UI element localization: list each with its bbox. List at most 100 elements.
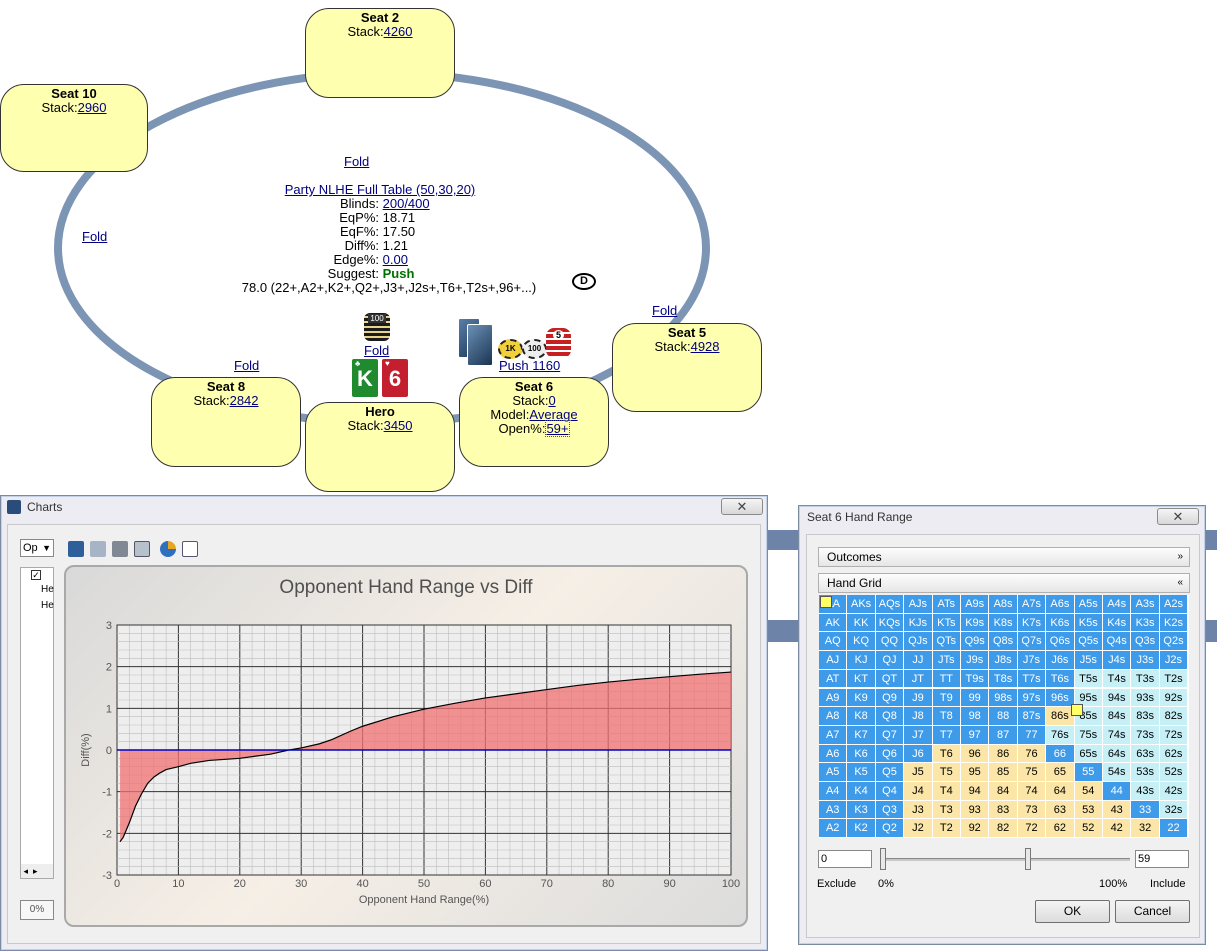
pie-icon[interactable] [160, 541, 176, 557]
hand-cell[interactable]: K6 [847, 744, 875, 763]
model-link[interactable]: Average [529, 407, 578, 422]
structure-link[interactable]: Party NLHE Full Table (50,30,20) [284, 182, 476, 197]
hand-cell[interactable]: J2s [1159, 651, 1188, 669]
hand-cell[interactable]: 55 [1074, 763, 1102, 781]
close-button[interactable]: ✕ [721, 498, 763, 515]
hand-cell[interactable]: 97 [961, 725, 989, 744]
hand-cell[interactable]: Q3 [875, 800, 904, 819]
hand-cell[interactable]: T2 [932, 819, 960, 838]
hand-cell[interactable]: KT [847, 669, 875, 688]
hand-cell[interactable]: K6s [1046, 613, 1074, 632]
action-push-seat6[interactable]: Push 1160 [499, 358, 561, 373]
hand-cell[interactable]: Q8s [989, 632, 1017, 651]
hand-cell[interactable]: 75 [1017, 763, 1046, 781]
stack-link[interactable]: 4260 [383, 24, 413, 39]
hand-cell[interactable]: 87s [1017, 707, 1046, 725]
hand-cell[interactable]: 76 [1017, 744, 1046, 763]
hand-cell[interactable]: T6 [932, 744, 960, 763]
hand-cell[interactable]: KJs [904, 613, 932, 632]
hand-cell[interactable]: A9 [819, 688, 847, 707]
hand-cell[interactable]: T7s [1017, 669, 1046, 688]
hand-cell[interactable]: Q4s [1103, 632, 1131, 651]
hand-cell[interactable]: J6s [1046, 651, 1074, 669]
hand-cell[interactable]: T8 [932, 707, 960, 725]
hand-cell[interactable]: JTs [932, 651, 960, 669]
hand-cell[interactable]: 93 [961, 800, 989, 819]
hand-cell[interactable]: K9s [961, 613, 989, 632]
stack-link[interactable]: 0 [548, 393, 556, 408]
action-fold-seat8[interactable]: Fold [234, 358, 260, 373]
stack-link[interactable]: 2960 [77, 100, 107, 115]
hand-cell[interactable]: 97s [1017, 688, 1046, 707]
blinds-link[interactable]: 200/400 [382, 196, 430, 211]
hand-cell[interactable]: T3s [1131, 669, 1159, 688]
hand-cell[interactable]: Q5 [875, 763, 904, 781]
hand-cell[interactable]: 63s [1131, 744, 1159, 763]
hand-cell[interactable]: T5s [1074, 669, 1102, 688]
hand-cell[interactable]: Q9s [961, 632, 989, 651]
hand-cell[interactable]: 64s [1103, 744, 1131, 763]
hand-cell[interactable]: Q9 [875, 688, 904, 707]
hand-cell[interactable]: 53 [1074, 800, 1102, 819]
hand-cell[interactable]: QJ [875, 651, 904, 669]
action-fold-seat2[interactable]: Fold [344, 154, 370, 169]
hand-cell[interactable]: 54 [1074, 782, 1102, 800]
hand-cell[interactable]: J8s [989, 651, 1017, 669]
hand-cell[interactable]: Q7s [1017, 632, 1046, 651]
hand-cell[interactable]: QQ [875, 632, 904, 651]
hand-cell[interactable]: 86 [989, 744, 1017, 763]
hand-cell[interactable]: A6 [819, 744, 847, 763]
hand-cell[interactable]: K4s [1103, 613, 1131, 632]
hand-cell[interactable]: J8 [904, 707, 932, 725]
seat-10[interactable]: Seat 10 Stack:2960 [0, 84, 148, 172]
hand-cell[interactable]: Q5s [1074, 632, 1102, 651]
hand-cell[interactable]: K5s [1074, 613, 1102, 632]
hand-cell[interactable]: A6s [1046, 595, 1074, 613]
hand-cell[interactable]: A8s [989, 595, 1017, 613]
save-icon[interactable] [68, 541, 84, 557]
hand-cell[interactable]: A4s [1103, 595, 1131, 613]
hand-cell[interactable]: 62 [1046, 819, 1074, 838]
hand-cell[interactable]: T4s [1103, 669, 1131, 688]
slider-handle-exclude[interactable] [880, 848, 886, 870]
hand-cell[interactable]: 88 [989, 707, 1017, 725]
hand-cell[interactable]: T6s [1046, 669, 1074, 688]
hand-cell[interactable]: 99 [961, 688, 989, 707]
hand-cell[interactable]: TT [932, 669, 960, 688]
hand-cell[interactable]: A9s [961, 595, 989, 613]
hand-cell[interactable]: 75s [1074, 725, 1102, 744]
hand-cell[interactable]: A2s [1159, 595, 1188, 613]
copy-icon[interactable] [90, 541, 106, 557]
hand-cell[interactable]: 84 [989, 782, 1017, 800]
hand-cell[interactable]: A3s [1131, 595, 1159, 613]
hand-cell[interactable]: Q8 [875, 707, 904, 725]
hand-cell[interactable]: K2 [847, 819, 875, 838]
hand-cell[interactable]: QJs [904, 632, 932, 651]
hand-cell[interactable]: 83 [989, 800, 1017, 819]
hand-cell[interactable]: J9 [904, 688, 932, 707]
hand-cell[interactable]: K7 [847, 725, 875, 744]
hand-cell[interactable]: 42s [1159, 782, 1188, 800]
hand-cell[interactable]: KQ [847, 632, 875, 651]
hand-cell[interactable]: AJ [819, 651, 847, 669]
tree-item[interactable]: ✓ [21, 568, 53, 584]
hand-cell[interactable]: T9 [932, 688, 960, 707]
cancel-button[interactable]: Cancel [1115, 900, 1190, 923]
hand-cell[interactable]: AT [819, 669, 847, 688]
hand-cell[interactable]: Q2s [1159, 632, 1188, 651]
hand-cell[interactable]: K8 [847, 707, 875, 725]
seat-6[interactable]: Seat 6 Stack:0 Model:Average Open%:59+ [459, 377, 609, 467]
list-icon[interactable] [182, 541, 198, 557]
hand-cell[interactable]: T7 [932, 725, 960, 744]
hand-cell[interactable]: 76s [1046, 725, 1074, 744]
hand-cell[interactable]: AQ [819, 632, 847, 651]
hand-cell[interactable]: 94s [1103, 688, 1131, 707]
hand-cell[interactable]: JT [904, 669, 932, 688]
hand-cell[interactable]: 82s [1159, 707, 1188, 725]
preview-icon[interactable] [134, 541, 150, 557]
hand-cell[interactable]: J7s [1017, 651, 1046, 669]
tree-scrollbar[interactable]: ◂ ▸ [21, 864, 53, 878]
hand-cell[interactable]: T9s [961, 669, 989, 688]
hand-cell[interactable]: J5s [1074, 651, 1102, 669]
hand-cell[interactable]: J9s [961, 651, 989, 669]
